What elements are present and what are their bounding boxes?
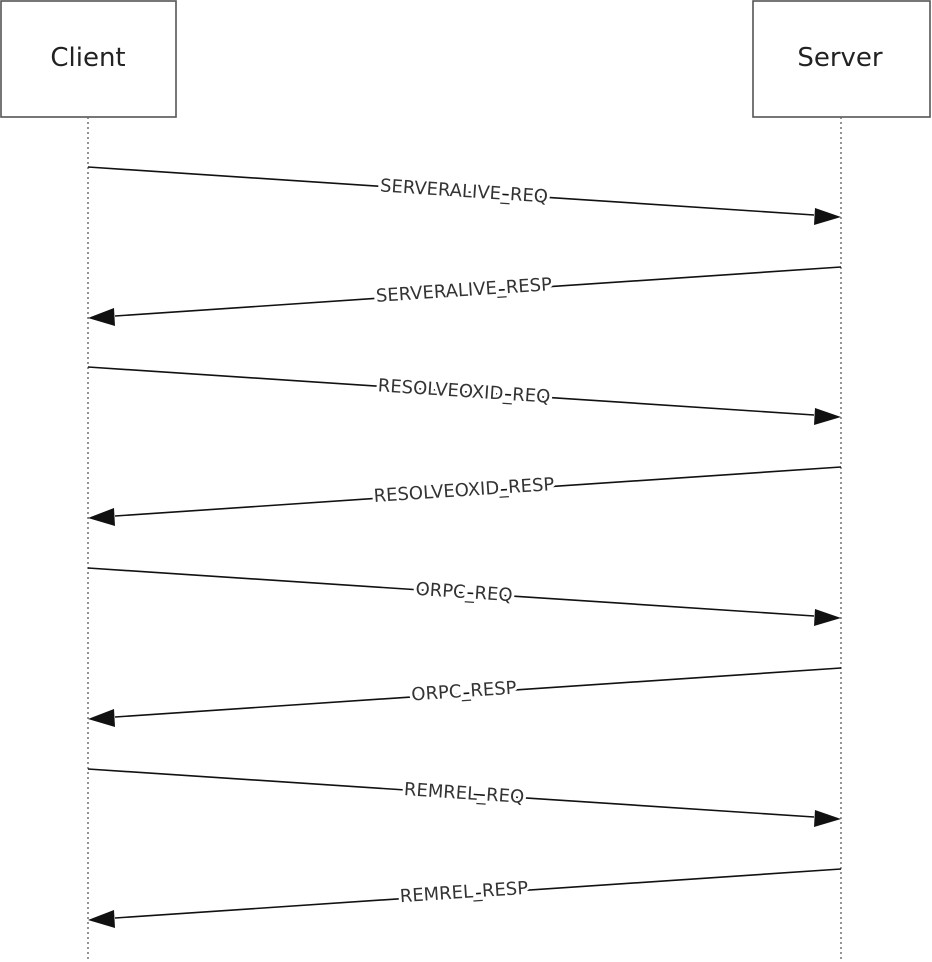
message-remrel-req: REMREL_REQ <box>87 768 841 827</box>
message-serveralive-req: SERVERALIVE_REQ <box>87 166 841 225</box>
message-label: SERVERALIVE_RESP <box>375 274 552 307</box>
arrowhead-left-icon <box>88 709 115 727</box>
message-resolveoxid-req: RESOLVEOXID_REQ <box>87 366 841 425</box>
participant-server-box <box>752 0 931 118</box>
arrowhead-left-icon <box>88 308 115 326</box>
message-arrow-line <box>114 466 842 517</box>
arrowhead-left-icon <box>88 508 115 526</box>
participant-server: Server <box>752 0 931 118</box>
message-label: RESOLVEOXID_REQ <box>377 375 551 407</box>
arrowhead-left-icon <box>88 910 115 928</box>
message-label: REMREL_REQ <box>403 779 525 808</box>
arrowhead-right-icon <box>814 810 841 827</box>
arrowhead-right-icon <box>814 208 841 225</box>
message-arrow-line <box>114 266 842 317</box>
message-label: SERVERALIVE_REQ <box>379 175 548 207</box>
message-orpc-req: ORPC_REQ <box>87 567 841 626</box>
arrowhead-right-icon <box>814 609 841 626</box>
participant-server-label: Server <box>797 43 883 73</box>
participant-client-box <box>0 0 177 118</box>
arrowhead-right-icon <box>814 408 841 425</box>
message-label: REMREL_RESP <box>399 878 529 907</box>
message-label: RESOLVEOXID_RESP <box>373 474 555 507</box>
participant-client: Client <box>0 0 177 118</box>
message-orpc-resp: ORPC_RESP <box>88 667 842 727</box>
message-arrow-line <box>114 868 842 919</box>
message-resolveoxid-resp: RESOLVEOXID_RESP <box>88 466 842 526</box>
message-arrow-line <box>87 166 815 216</box>
participant-client-label: Client <box>50 43 125 73</box>
message-label: ORPC_REQ <box>415 579 513 606</box>
message-remrel-resp: REMREL_RESP <box>88 868 842 928</box>
message-label: ORPC_RESP <box>411 678 518 706</box>
message-arrow-line <box>87 366 815 416</box>
message-arrow-line <box>87 567 815 617</box>
message-arrow-line <box>114 667 842 718</box>
message-arrow-line <box>87 768 815 818</box>
message-serveralive-resp: SERVERALIVE_RESP <box>88 266 842 326</box>
